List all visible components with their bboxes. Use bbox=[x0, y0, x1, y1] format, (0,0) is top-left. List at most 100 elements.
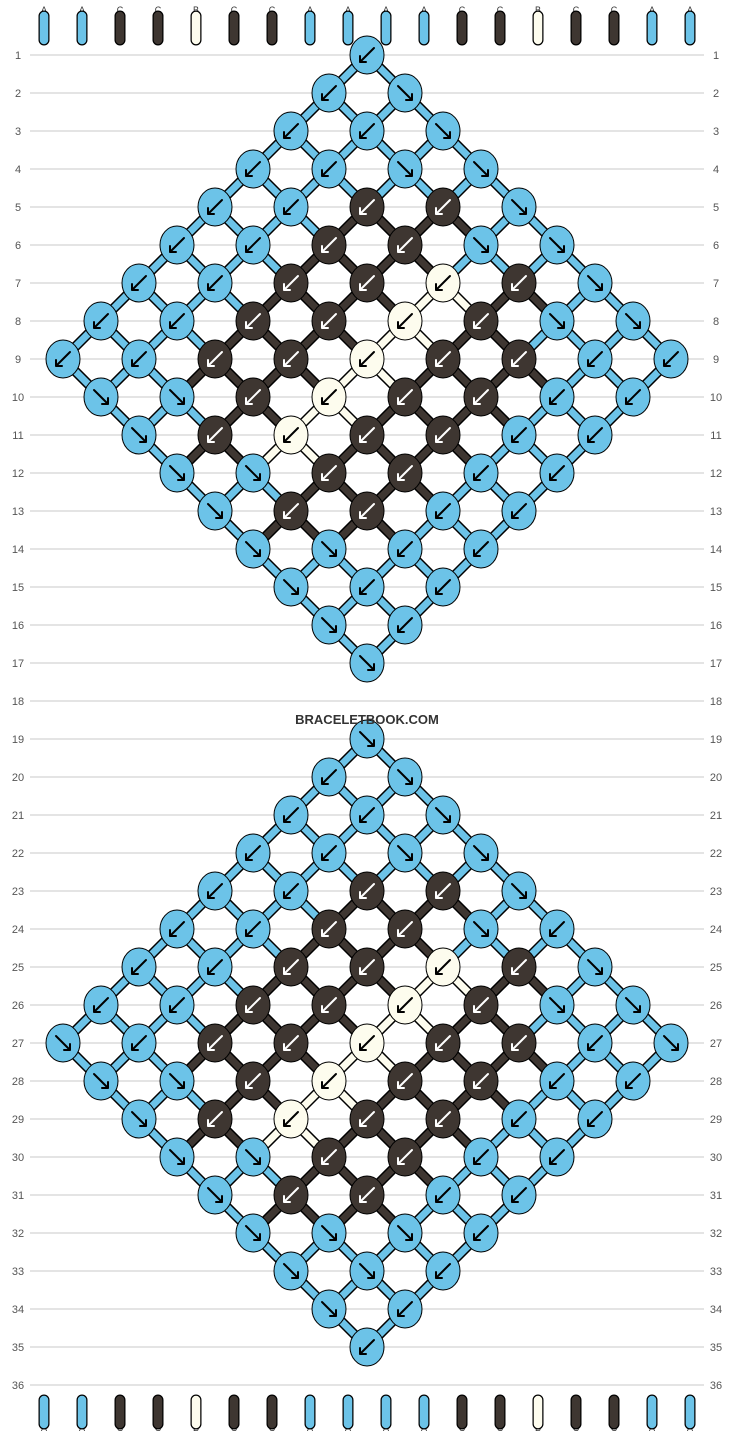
row-number-left: 30 bbox=[12, 1152, 24, 1164]
arrow-down-right-icon bbox=[473, 161, 489, 177]
knot bbox=[387, 1289, 423, 1329]
knot bbox=[235, 985, 271, 1025]
row-number-left: 15 bbox=[12, 582, 24, 594]
knot bbox=[197, 339, 233, 379]
string-label-top: B bbox=[193, 5, 199, 15]
row-number-left: 7 bbox=[15, 278, 21, 290]
arrow-down-right-icon bbox=[207, 1187, 223, 1203]
arrow-down-left-icon bbox=[207, 959, 223, 975]
row-number-left: 8 bbox=[15, 316, 21, 328]
arrow-down-left-icon bbox=[359, 427, 375, 443]
knot bbox=[425, 339, 461, 379]
knot bbox=[463, 149, 499, 189]
arrow-down-left-icon bbox=[93, 997, 109, 1013]
arrow-down-right-icon bbox=[587, 275, 603, 291]
row-number-right: 24 bbox=[710, 924, 722, 936]
row-number-right: 17 bbox=[710, 658, 722, 670]
arrow-down-left-icon bbox=[283, 123, 299, 139]
knot bbox=[577, 1023, 613, 1063]
knot bbox=[349, 339, 385, 379]
arrow-down-left-icon bbox=[321, 1073, 337, 1089]
knot bbox=[311, 1061, 347, 1101]
arrow-down-left-icon bbox=[473, 1149, 489, 1165]
arrow-down-right-icon bbox=[321, 541, 337, 557]
arrow-down-left-icon bbox=[359, 123, 375, 139]
knot bbox=[577, 263, 613, 303]
knot bbox=[463, 1061, 499, 1101]
knot bbox=[121, 947, 157, 987]
arrow-down-left-icon bbox=[473, 313, 489, 329]
knot bbox=[159, 1061, 195, 1101]
arrow-down-left-icon bbox=[359, 275, 375, 291]
knot bbox=[197, 871, 233, 911]
knot bbox=[653, 1023, 689, 1063]
arrow-down-left-icon bbox=[587, 427, 603, 443]
arrow-down-left-icon bbox=[283, 427, 299, 443]
watermark-text: BRACELETBOOK.COM bbox=[295, 712, 439, 727]
knot bbox=[425, 111, 461, 151]
knot bbox=[273, 1023, 309, 1063]
knot bbox=[463, 833, 499, 873]
knot bbox=[387, 1137, 423, 1177]
arrow-down-left-icon bbox=[283, 1187, 299, 1203]
arrow-down-left-icon bbox=[245, 161, 261, 177]
arrow-down-left-icon bbox=[435, 1263, 451, 1279]
arrow-down-left-icon bbox=[283, 959, 299, 975]
arrow-down-right-icon bbox=[397, 1225, 413, 1241]
knot bbox=[463, 1213, 499, 1253]
knot bbox=[273, 1251, 309, 1291]
row-number-right: 29 bbox=[710, 1114, 722, 1126]
arrow-down-left-icon bbox=[321, 389, 337, 405]
arrow-down-left-icon bbox=[511, 275, 527, 291]
arrow-down-left-icon bbox=[245, 389, 261, 405]
arrow-down-right-icon bbox=[397, 85, 413, 101]
arrow-down-right-icon bbox=[359, 731, 375, 747]
arrow-down-right-icon bbox=[473, 845, 489, 861]
knot bbox=[387, 985, 423, 1025]
knot bbox=[501, 263, 537, 303]
knot bbox=[349, 643, 385, 683]
string-label-top: A bbox=[79, 5, 85, 15]
arrow-down-left-icon bbox=[283, 1035, 299, 1051]
arrow-down-left-icon bbox=[473, 1225, 489, 1241]
knot bbox=[273, 795, 309, 835]
arrow-down-right-icon bbox=[663, 1035, 679, 1051]
knot bbox=[273, 339, 309, 379]
knot bbox=[349, 795, 385, 835]
arrow-down-left-icon bbox=[169, 997, 185, 1013]
row-number-left: 6 bbox=[15, 240, 21, 252]
knot bbox=[387, 377, 423, 417]
arrow-down-left-icon bbox=[511, 1111, 527, 1127]
arrow-down-left-icon bbox=[397, 465, 413, 481]
knot bbox=[197, 1023, 233, 1063]
arrow-down-left-icon bbox=[397, 237, 413, 253]
row-number-right: 16 bbox=[710, 620, 722, 632]
arrow-down-left-icon bbox=[169, 921, 185, 937]
knot bbox=[577, 947, 613, 987]
arrow-down-right-icon bbox=[587, 959, 603, 975]
arrow-down-left-icon bbox=[397, 617, 413, 633]
arrow-down-right-icon bbox=[283, 579, 299, 595]
arrow-down-left-icon bbox=[473, 541, 489, 557]
arrow-down-left-icon bbox=[511, 1035, 527, 1051]
arrow-down-left-icon bbox=[207, 1035, 223, 1051]
row-number-left: 35 bbox=[12, 1342, 24, 1354]
knot bbox=[539, 985, 575, 1025]
row-number-left: 32 bbox=[12, 1228, 24, 1240]
arrow-down-right-icon bbox=[321, 1301, 337, 1317]
arrow-down-left-icon bbox=[321, 845, 337, 861]
row-number-left: 20 bbox=[12, 772, 24, 784]
string-label-top: C bbox=[459, 5, 466, 15]
arrow-down-left-icon bbox=[473, 997, 489, 1013]
arrow-down-right-icon bbox=[435, 123, 451, 139]
knot bbox=[577, 339, 613, 379]
row-number-right: 25 bbox=[710, 962, 722, 974]
knot bbox=[501, 491, 537, 531]
knot bbox=[387, 301, 423, 341]
knot bbox=[159, 985, 195, 1025]
knot bbox=[425, 1023, 461, 1063]
arrow-down-left-icon bbox=[245, 237, 261, 253]
arrow-down-right-icon bbox=[55, 1035, 71, 1051]
arrow-down-left-icon bbox=[625, 389, 641, 405]
